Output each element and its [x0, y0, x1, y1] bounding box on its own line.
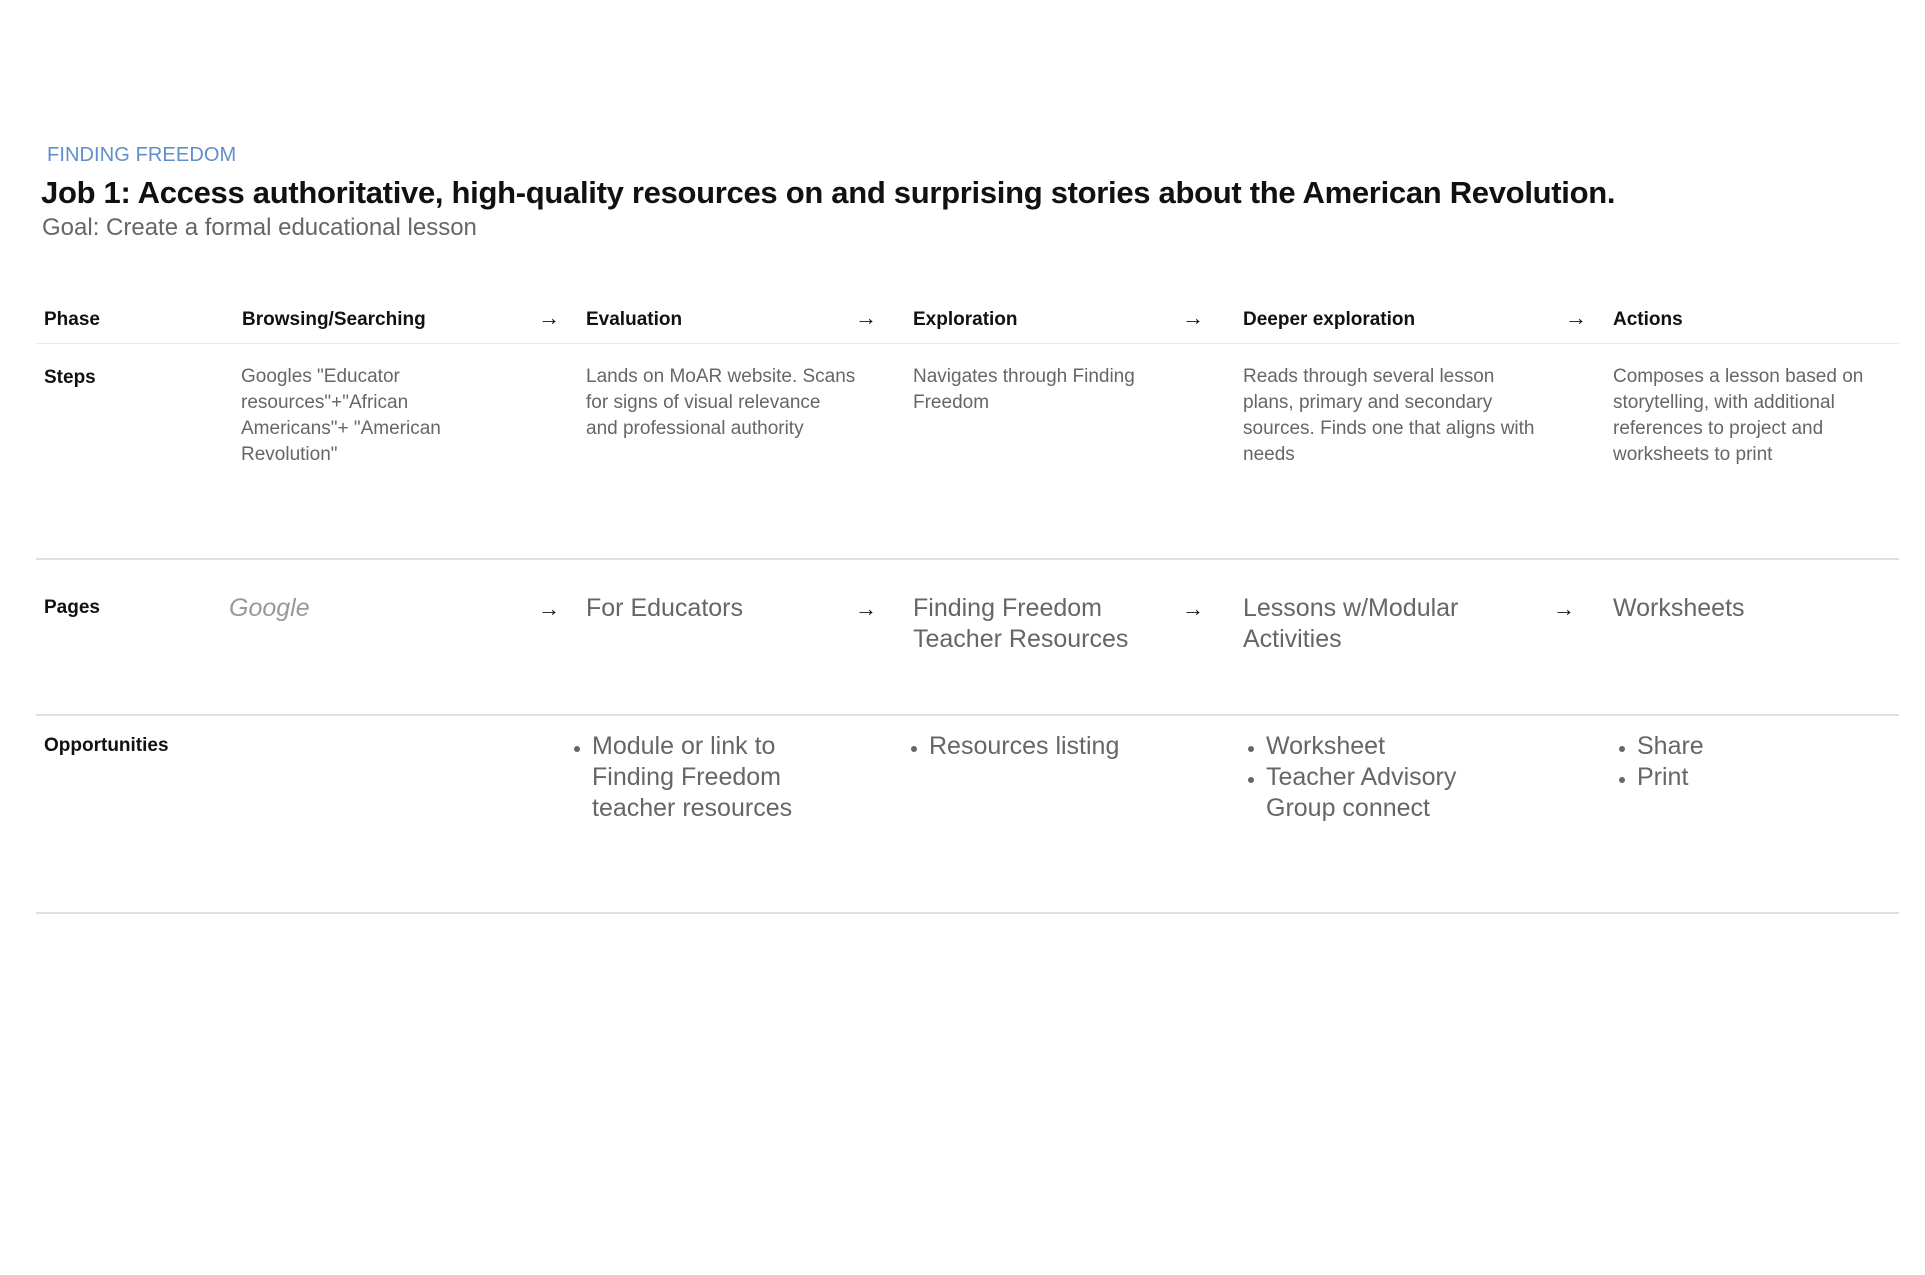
divider [36, 714, 1899, 716]
opportunities-deeper-exploration: Worksheet Teacher Advisory Group connect [1240, 731, 1506, 824]
list-item: Share [1637, 731, 1877, 762]
list-item: Module or link to Finding Freedom teache… [592, 731, 842, 824]
phase-browsing: Browsing/Searching [242, 309, 426, 330]
divider [36, 558, 1899, 560]
arrow-icon: → [538, 596, 560, 621]
list-item: Resources listing [929, 731, 1189, 762]
arrow-icon: → [1182, 305, 1204, 330]
phase-evaluation: Evaluation [586, 309, 683, 330]
list-item: Worksheet [1266, 731, 1506, 762]
page-title: Job 1: Access authoritative, high-qualit… [41, 175, 1616, 210]
page-google: Google [229, 594, 310, 622]
step-exploration: Navigates through Finding Freedom [913, 366, 1135, 413]
phase-exploration: Exploration [913, 309, 1018, 330]
page-finding-freedom-teacher-resources: Finding Freedom Teacher Resources [913, 594, 1129, 653]
arrow-icon: → [1553, 596, 1575, 621]
divider [36, 343, 1899, 344]
opportunities-actions: Share Print [1611, 731, 1877, 793]
phase-actions: Actions [1613, 309, 1683, 330]
row-label-pages: Pages [44, 597, 100, 618]
arrow-icon: → [855, 596, 877, 621]
row-label-opportunities: Opportunities [44, 735, 169, 756]
arrow-icon: → [538, 305, 560, 330]
step-evaluation: Lands on MoAR website. Scans for signs o… [586, 366, 856, 439]
step-actions: Composes a lesson based on storytelling,… [1613, 366, 1864, 465]
page-for-educators: For Educators [586, 594, 744, 622]
row-label-phase: Phase [44, 309, 100, 330]
phase-deeper-exploration: Deeper exploration [1243, 309, 1416, 330]
page-lessons-modular-activities: Lessons w/Modular Activities [1243, 594, 1459, 653]
step-browsing: Googles "Educator resources"+"African Am… [241, 366, 441, 465]
arrow-icon: → [1565, 305, 1587, 330]
opportunities-evaluation: Module or link to Finding Freedom teache… [566, 731, 842, 824]
goal-subtitle: Goal: Create a formal educational lesson [42, 214, 477, 241]
row-label-steps: Steps [44, 367, 96, 388]
arrow-icon: → [855, 305, 877, 330]
list-item: Print [1637, 762, 1877, 793]
opportunities-exploration: Resources listing [903, 731, 1189, 762]
page-worksheets: Worksheets [1613, 594, 1745, 622]
divider [36, 912, 1899, 914]
arrow-icon: → [1182, 596, 1204, 621]
section-eyebrow: FINDING FREEDOM [47, 144, 237, 166]
step-deeper-exploration: Reads through several lesson plans, prim… [1243, 366, 1535, 465]
list-item: Teacher Advisory Group connect [1266, 762, 1506, 824]
